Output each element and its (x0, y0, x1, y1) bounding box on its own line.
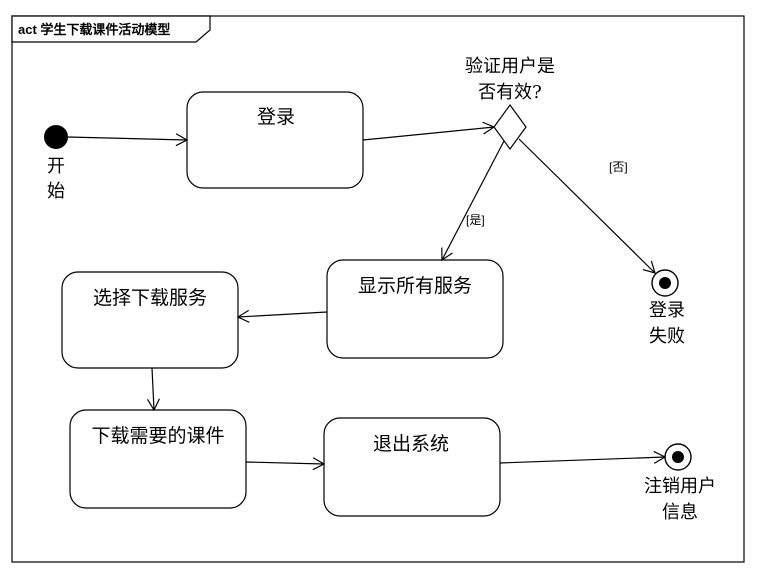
edge-show-to-choose (236, 309, 328, 323)
activity-exit-system-label: 退出系统 (373, 433, 449, 455)
frame-title-tab (11, 15, 211, 43)
edge-login-to-decision (362, 121, 496, 141)
edge-choose-to-download (146, 367, 161, 412)
decision-question-line1: 验证用户是 (465, 56, 555, 77)
end-logout-label-line1: 注销用户 (644, 476, 716, 497)
start-label-line2: 始 (47, 181, 65, 202)
end-logout-label-line2: 信息 (662, 502, 698, 523)
start-label-line1: 开 (47, 156, 65, 177)
activity-choose-service-label: 选择下载服务 (93, 287, 207, 309)
activity-show-services-label: 显示所有服务 (358, 275, 472, 297)
guard-yes: [是] (466, 213, 485, 227)
initial-node (44, 125, 68, 149)
decision-node (493, 103, 527, 151)
guard-no: [否] (609, 160, 628, 174)
final-node-logout-core (672, 451, 684, 463)
end-fail-label-line2: 失败 (649, 326, 685, 347)
edge-decision-to-show-services (441, 140, 505, 262)
edge-decision-to-login-failed (518, 138, 656, 274)
edge-start-to-login (67, 133, 189, 147)
final-node-login-failed-core (659, 277, 671, 289)
activity-download-label: 下载需要的课件 (91, 425, 224, 447)
frame-title: act 学生下载课件活动模型 (18, 22, 170, 37)
end-fail-label-line1: 登录 (649, 300, 685, 321)
activity-login-label: 登录 (257, 106, 295, 128)
edge-download-to-exit (245, 457, 326, 471)
activity-show-services (326, 259, 504, 359)
decision-question-line2: 否有效? (478, 82, 542, 103)
edge-exit-to-logout (499, 450, 667, 464)
